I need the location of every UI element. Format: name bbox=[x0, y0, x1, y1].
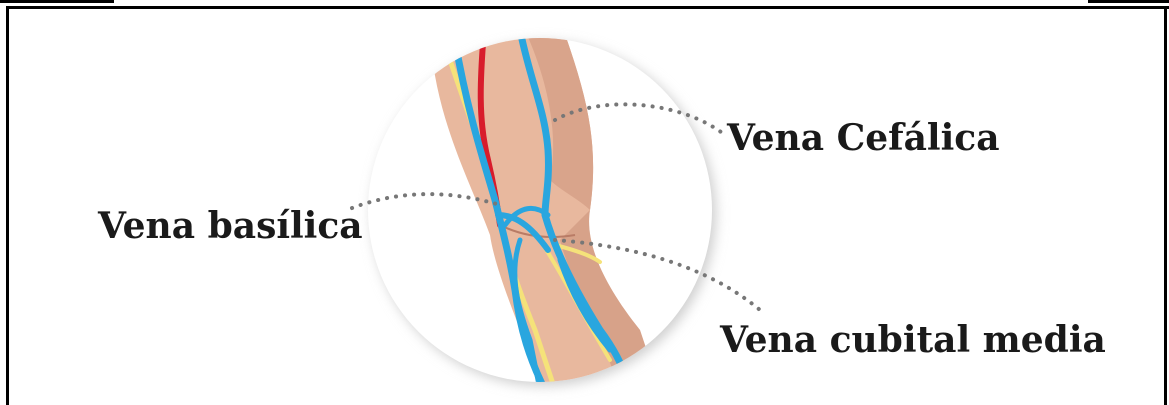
label-vena-cubital-media: Vena cubital media bbox=[720, 322, 1106, 358]
label-vena-basilica: Vena basílica bbox=[98, 208, 363, 244]
label-vena-cefalica: Vena Cefálica bbox=[727, 120, 1000, 156]
